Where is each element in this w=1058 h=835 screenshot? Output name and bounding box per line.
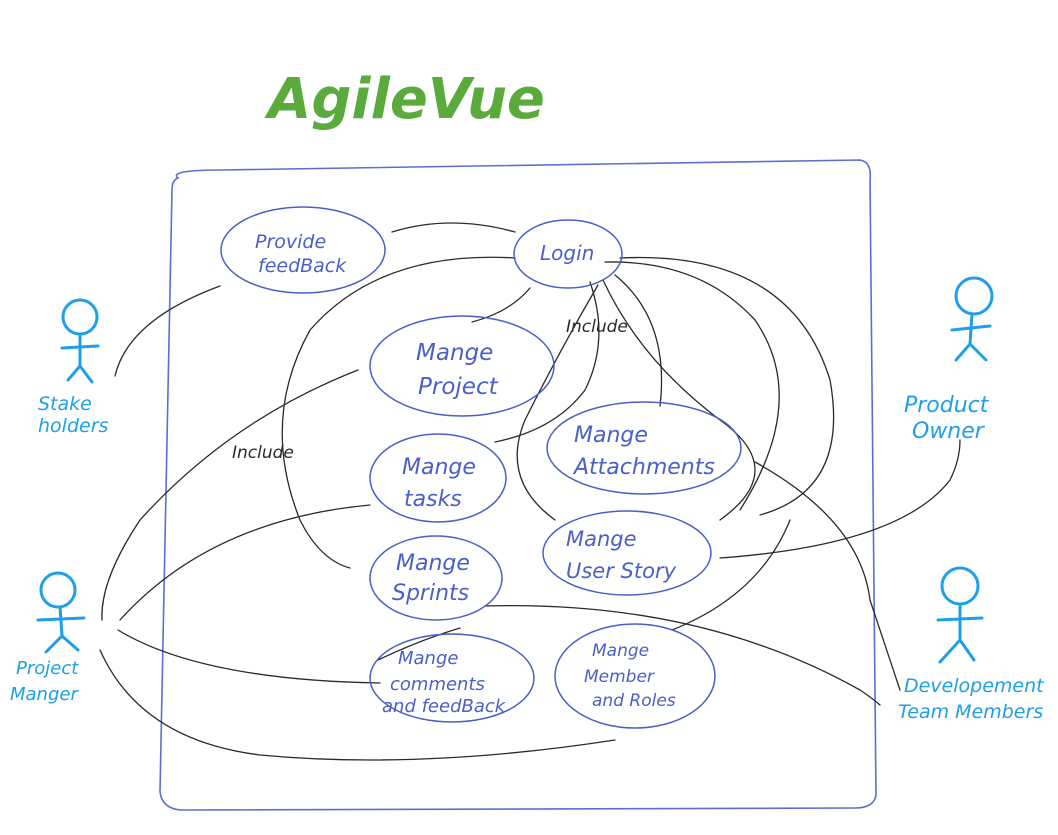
actor-project-manager xyxy=(36,571,86,654)
usecase-manage-tasks: Mange tasks xyxy=(369,433,507,523)
svg-text:Attachments: Attachments xyxy=(572,455,715,480)
actor-stakeholders-label-2: holders xyxy=(38,415,109,437)
svg-text:Mange: Mange xyxy=(396,551,470,576)
svg-text:Mange: Mange xyxy=(416,340,493,366)
usecase-manage-project: Mange Project xyxy=(369,315,555,417)
svg-text:Mange: Mange xyxy=(592,641,649,661)
actor-product-owner-label-2: Owner xyxy=(912,419,986,444)
usecase-manage-attachments: Mange Attachments xyxy=(546,401,742,495)
svg-text:Mange: Mange xyxy=(574,423,648,448)
actor-dev-team xyxy=(936,566,984,664)
svg-text:Mange: Mange xyxy=(566,527,637,551)
svg-text:feedBack: feedBack xyxy=(258,255,347,277)
svg-text:Sprints: Sprints xyxy=(392,581,469,606)
actor-project-manager-label-1: Project xyxy=(16,658,79,679)
svg-text:Mange: Mange xyxy=(402,455,476,480)
usecase-login: Login xyxy=(513,219,623,289)
actor-project-manager-label-2: Manger xyxy=(10,684,79,705)
actor-product-owner xyxy=(950,276,994,362)
actor-stakeholders-label-1: Stake xyxy=(38,393,92,415)
include-label-top: Include xyxy=(566,317,628,337)
actor-product-owner-label-1: Product xyxy=(904,393,990,418)
usecase-manage-comments: Mange comments and feedBack xyxy=(369,633,535,723)
svg-text:User Story: User Story xyxy=(566,559,677,583)
diagram-title: AgileVue xyxy=(264,67,545,132)
actor-dev-team-label-2: Team Members xyxy=(898,701,1043,723)
connector-lines xyxy=(99,222,961,761)
usecase-manage-sprints: Mange Sprints xyxy=(369,535,503,621)
usecase-manage-user-story: Mange User Story xyxy=(542,510,712,596)
actor-stakeholders xyxy=(60,298,100,384)
system-boundary xyxy=(159,159,877,811)
svg-text:Member: Member xyxy=(584,667,655,687)
svg-text:Mange: Mange xyxy=(398,648,458,669)
svg-text:comments: comments xyxy=(390,674,485,695)
svg-text:Project: Project xyxy=(418,374,499,400)
usecase-provide-feedback: Provide feedBack xyxy=(220,206,386,294)
svg-text:tasks: tasks xyxy=(404,487,462,512)
svg-text:and Roles: and Roles xyxy=(592,691,676,711)
svg-text:Provide: Provide xyxy=(255,231,326,253)
usecase-manage-members: Mange Member and Roles xyxy=(554,623,716,729)
actor-dev-team-label-1: Developement xyxy=(904,675,1045,697)
svg-text:and feedBack: and feedBack xyxy=(382,696,507,717)
svg-text:Login: Login xyxy=(540,241,594,265)
include-label-left: Include xyxy=(232,443,294,463)
